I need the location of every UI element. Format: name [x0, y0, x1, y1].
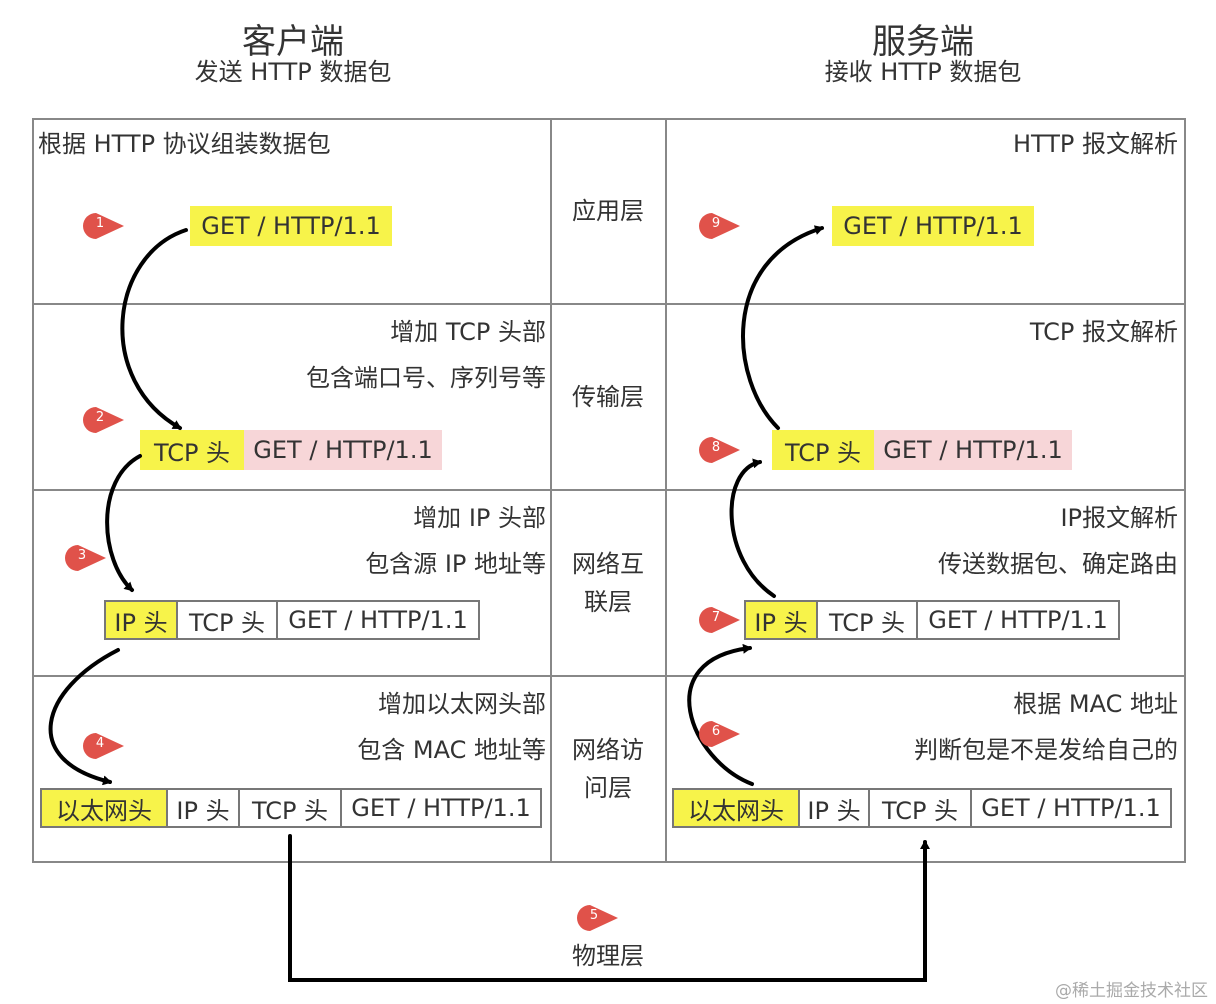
- server-packet-ip: IP 头 TCP 头 GET / HTTP/1.1: [744, 600, 1120, 640]
- step-marker-9: 9: [698, 212, 742, 240]
- tcp-header: TCP 头: [868, 788, 972, 828]
- grid-divider: [32, 303, 1186, 305]
- server-packet-eth: 以太网头 IP 头 TCP 头 GET / HTTP/1.1: [672, 788, 1172, 828]
- http-payload: GET / HTTP/1.1: [190, 206, 392, 246]
- layer-application: 应用层: [572, 197, 644, 225]
- grid-divider: [32, 675, 1186, 677]
- server-title: 服务端: [872, 22, 974, 62]
- server-packet-tcp: TCP 头 GET / HTTP/1.1: [772, 430, 1072, 470]
- layer-internet-line2: 联层: [584, 588, 632, 616]
- watermark: @稀土掘金技术社区: [1055, 981, 1208, 1001]
- client-title: 客户端: [242, 22, 344, 62]
- layer-internet-line1: 网络互: [572, 550, 644, 578]
- step-number: 6: [711, 724, 721, 739]
- tcp-header: TCP 头: [238, 788, 342, 828]
- step-number: 4: [95, 736, 105, 751]
- ip-header: IP 头: [166, 788, 240, 828]
- tcp-header: TCP 头: [772, 430, 874, 470]
- step-number: 5: [589, 908, 599, 923]
- ip-header: IP 头: [744, 600, 818, 640]
- step-marker-5: 5: [576, 904, 620, 932]
- grid-divider: [665, 118, 667, 863]
- server-note-app: HTTP 报文解析: [1012, 130, 1178, 158]
- grid-divider: [32, 489, 1186, 491]
- step-number: 8: [711, 440, 721, 455]
- grid-divider: [550, 118, 552, 863]
- step-marker-1: 1: [82, 212, 126, 240]
- http-payload: GET / HTTP/1.1: [276, 600, 480, 640]
- step-marker-6: 6: [698, 720, 742, 748]
- flow-arrow-1-2: [120, 228, 188, 430]
- server-packet-app: GET / HTTP/1.1: [832, 206, 1034, 246]
- layer-transport: 传输层: [572, 383, 644, 411]
- step-number: 2: [95, 410, 105, 425]
- client-packet-app: GET / HTTP/1.1: [190, 206, 392, 246]
- ethernet-header: 以太网头: [672, 788, 800, 828]
- server-subtitle: 接收 HTTP 数据包: [824, 58, 1022, 86]
- client-packet-eth: 以太网头 IP 头 TCP 头 GET / HTTP/1.1: [40, 788, 542, 828]
- step-marker-3: 3: [64, 544, 108, 572]
- step-marker-4: 4: [82, 732, 126, 760]
- client-note-ip-2: 包含源 IP 地址等: [365, 550, 546, 578]
- client-packet-tcp: TCP 头 GET / HTTP/1.1: [140, 430, 442, 470]
- flow-arrow-5: [288, 834, 930, 982]
- client-note-eth-1: 增加以太网头部: [378, 690, 546, 718]
- client-note-ip-1: 增加 IP 头部: [413, 504, 546, 532]
- step-number: 7: [711, 610, 721, 625]
- server-note-eth-1: 根据 MAC 地址: [1013, 690, 1178, 718]
- client-note-eth-2: 包含 MAC 地址等: [357, 736, 546, 764]
- flow-arrow-8-9: [741, 225, 824, 430]
- client-note-tcp-2: 包含端口号、序列号等: [306, 364, 546, 392]
- server-note-ip-1: IP报文解析: [1060, 504, 1178, 532]
- client-subtitle: 发送 HTTP 数据包: [194, 58, 392, 86]
- layer-access-line1: 网络访: [572, 736, 644, 764]
- step-marker-2: 2: [82, 406, 126, 434]
- ethernet-header: 以太网头: [40, 788, 168, 828]
- flow-arrow-7-8: [729, 458, 776, 598]
- step-number: 3: [77, 548, 87, 563]
- client-note-tcp-1: 增加 TCP 头部: [390, 318, 546, 346]
- server-note-eth-2: 判断包是不是发给自己的: [914, 736, 1178, 764]
- tcp-header: TCP 头: [140, 430, 244, 470]
- http-payload: GET / HTTP/1.1: [340, 788, 542, 828]
- http-payload: GET / HTTP/1.1: [832, 206, 1034, 246]
- flow-arrow-3-4: [48, 648, 120, 786]
- http-payload: GET / HTTP/1.1: [244, 430, 442, 470]
- tcp-header: TCP 头: [176, 600, 278, 640]
- server-note-tcp: TCP 报文解析: [1029, 318, 1178, 346]
- step-number: 1: [95, 216, 105, 231]
- http-payload: GET / HTTP/1.1: [970, 788, 1172, 828]
- tcp-header: TCP 头: [816, 600, 918, 640]
- flow-arrow-6-7: [687, 643, 754, 786]
- step-marker-7: 7: [698, 606, 742, 634]
- ip-header: IP 头: [104, 600, 178, 640]
- client-packet-ip: IP 头 TCP 头 GET / HTTP/1.1: [104, 600, 480, 640]
- step-marker-8: 8: [698, 436, 742, 464]
- client-note-app: 根据 HTTP 协议组装数据包: [38, 130, 331, 158]
- http-payload: GET / HTTP/1.1: [874, 430, 1072, 470]
- http-payload: GET / HTTP/1.1: [916, 600, 1120, 640]
- layer-physical: 物理层: [572, 942, 644, 970]
- layer-access-line2: 问层: [584, 774, 632, 802]
- flow-arrow-2-3: [105, 454, 142, 592]
- server-note-ip-2: 传送数据包、确定路由: [938, 550, 1178, 578]
- step-number: 9: [711, 216, 721, 231]
